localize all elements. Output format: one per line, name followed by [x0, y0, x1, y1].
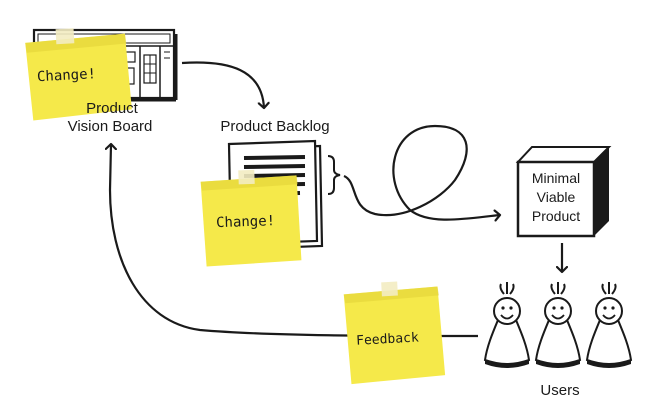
- mvp-cube: [515, 146, 612, 238]
- mvp-label-line2: Viable: [536, 189, 576, 205]
- backlog-change-text: Change!: [216, 213, 276, 231]
- mvp-label-line1: Minimal: [531, 170, 581, 186]
- users-label: Users: [540, 382, 580, 399]
- vision-change-text: Change!: [37, 66, 97, 85]
- sticky-note-vision-change: Change!: [25, 28, 132, 121]
- sticky-note-backlog-change: Change!: [200, 169, 302, 267]
- mvp-label-line3: Product: [531, 208, 581, 224]
- sticky-note-feedback: Feedback: [343, 281, 446, 385]
- backlog-label: Product Backlog: [220, 118, 330, 135]
- vision-board-label-line2: Vision Board: [67, 118, 153, 135]
- feedback-text: Feedback: [356, 330, 419, 348]
- user-figure: [585, 282, 633, 368]
- arrow-vision-to-backlog: [181, 61, 264, 108]
- user-figure: [534, 282, 582, 368]
- user-figure: [483, 282, 531, 368]
- vision-board-label-line1: Product: [86, 100, 138, 117]
- arrow-backlog-loop-to-mvp: [343, 124, 500, 220]
